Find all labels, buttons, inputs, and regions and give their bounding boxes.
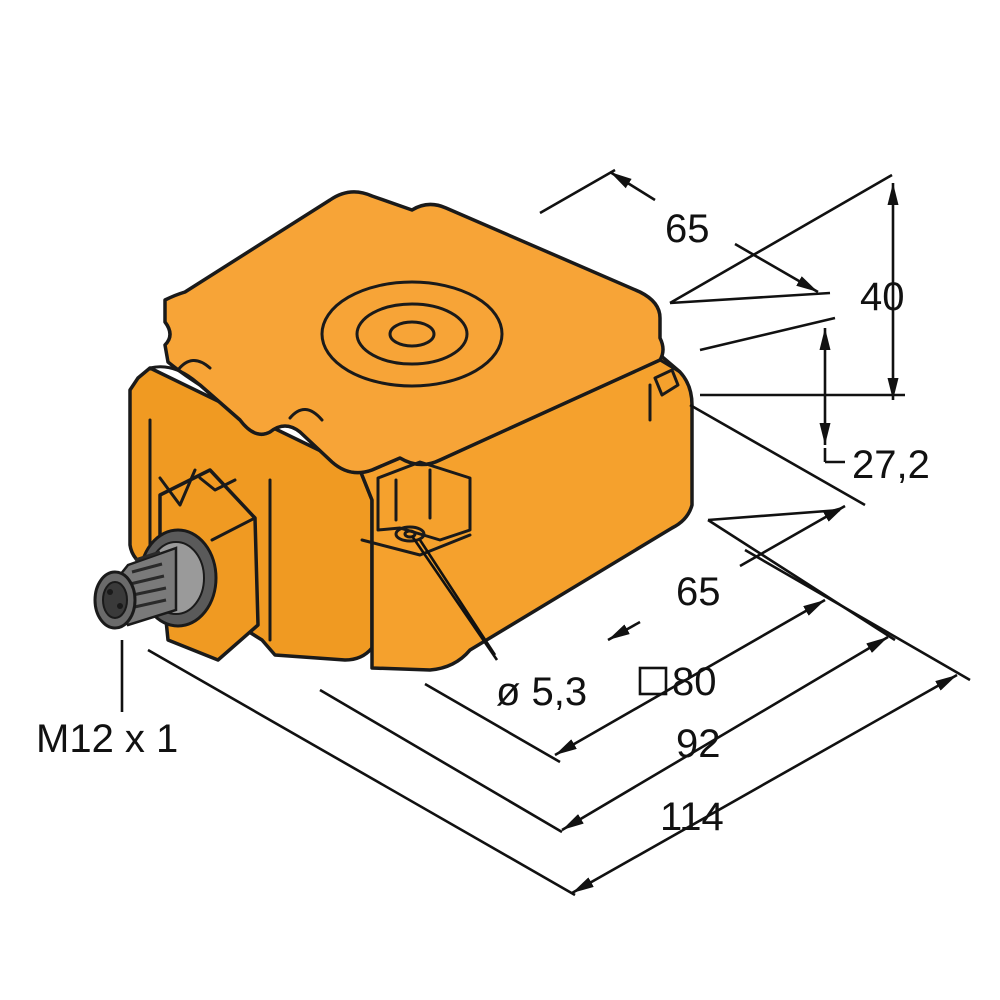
mounting-boss xyxy=(376,460,472,542)
connector-fin-2 xyxy=(198,476,237,492)
sensing-face-ring-mid xyxy=(355,302,469,366)
sensing-face-ring-inner xyxy=(388,320,436,348)
top-notch-left xyxy=(176,359,212,372)
housing-top-rim-right xyxy=(438,358,682,462)
m12-connector xyxy=(93,528,218,630)
dim-width-92: 92 xyxy=(676,722,721,766)
mounting-hole xyxy=(394,525,426,543)
dim-connector-thread: M12 x 1 xyxy=(36,717,178,761)
top-notch-mid xyxy=(288,408,324,422)
mounting-ledge xyxy=(360,533,472,557)
dim-width-114: 114 xyxy=(660,795,724,839)
housing-top-rim xyxy=(148,365,402,475)
dimension-labels: 65 40 27,2 65 80 92 114 ø 5,3 M12 x 1 xyxy=(36,207,930,839)
mounting-hole-inner xyxy=(403,529,417,539)
connector-fin-1 xyxy=(158,468,197,507)
sensing-face-ring-outer xyxy=(320,280,504,388)
right-slot xyxy=(653,368,680,397)
sensor-housing xyxy=(128,190,694,672)
dim-bottom-width: 65 xyxy=(676,570,721,614)
dim-square-value: 80 xyxy=(672,660,717,704)
dim-height-face: 27,2 xyxy=(852,443,930,487)
dim-hole: ø 5,3 xyxy=(496,670,587,714)
mounting-slot xyxy=(394,468,432,522)
connector-fin-3 xyxy=(210,516,257,542)
square-outline-icon xyxy=(638,666,668,696)
dimension-lines xyxy=(120,168,971,897)
dim-square: 80 xyxy=(638,660,717,704)
dim-top-width: 65 xyxy=(665,207,710,251)
housing-right-face xyxy=(358,353,694,672)
dim-height-total: 40 xyxy=(860,275,905,319)
